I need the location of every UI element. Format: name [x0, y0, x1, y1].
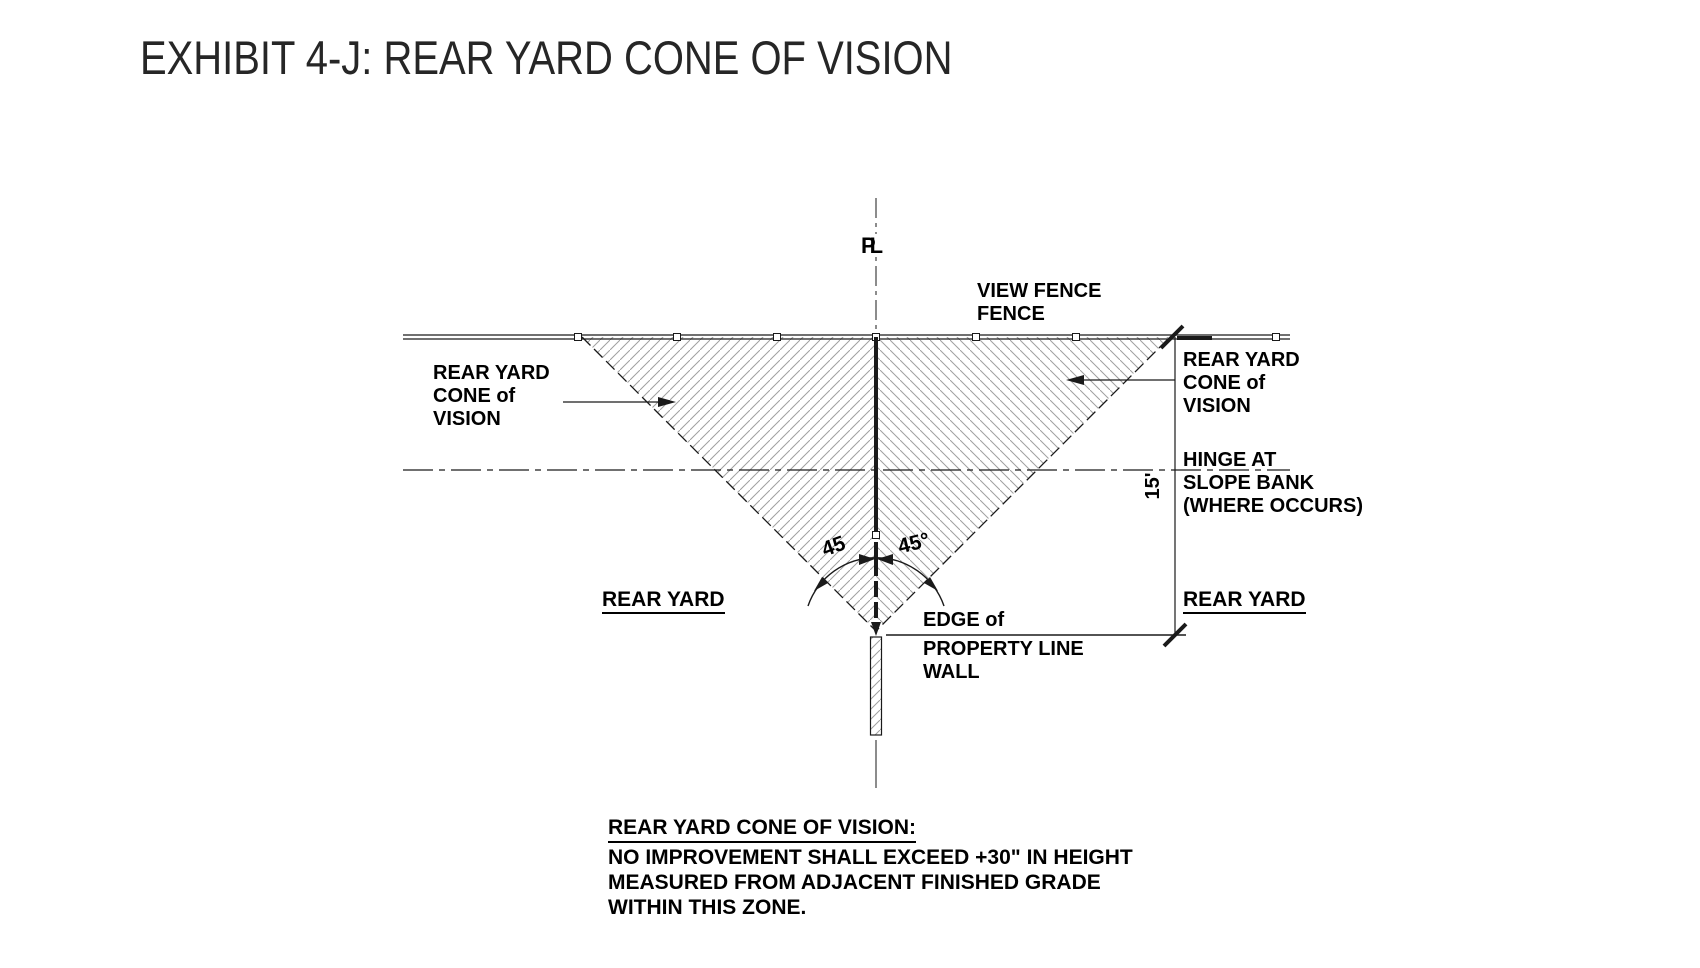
cone-of-vision-label-left: REAR YARD CONE of VISION — [433, 362, 550, 430]
note-line: WITHIN THIS ZONE. — [608, 896, 807, 919]
rear-yard-label-right: REAR YARD — [1183, 588, 1306, 614]
dimension-15ft-text: 15' — [1142, 472, 1164, 500]
angle-dimension-arc — [807, 554, 945, 607]
property-line-wall-section — [869, 636, 883, 736]
fence-section-marker — [872, 531, 880, 539]
fence-line — [403, 333, 1290, 341]
property-line-symbol: PL — [860, 234, 883, 257]
edge-of-label-bottom: PROPERTY LINE WALL — [923, 638, 1084, 683]
edge-of-label-top: EDGE of — [923, 609, 1005, 631]
rear-yard-label-left: REAR YARD — [602, 588, 725, 614]
left-cone-leader-arrow — [563, 397, 676, 407]
note-line: NO IMPROVEMENT SHALL EXCEED +30" IN HEIG… — [608, 846, 1133, 869]
view-fence-section-line — [871, 337, 881, 636]
leader-arrowhead-down — [871, 622, 881, 636]
view-fence-label: VIEW FENCE FENCE — [977, 280, 1102, 325]
page-title: EXHIBIT 4-J: REAR YARD CONE OF VISION — [140, 31, 953, 84]
hinge-at-slope-bank-label: HINGE AT SLOPE BANK (WHERE OCCURS) — [1183, 449, 1363, 517]
cone-of-vision-note: REAR YARD CONE OF VISION: NO IMPROVEMENT… — [608, 815, 1133, 920]
right-cone-leader-arrow — [1066, 375, 1175, 385]
note-line: MEASURED FROM ADJACENT FINISHED GRADE — [608, 871, 1101, 894]
cone-of-vision-label-right: REAR YARD CONE of VISION — [1183, 349, 1300, 417]
note-heading: REAR YARD CONE OF VISION: — [608, 815, 917, 843]
fence-posts — [574, 333, 1280, 341]
dimension-tick-top — [1159, 324, 1185, 350]
